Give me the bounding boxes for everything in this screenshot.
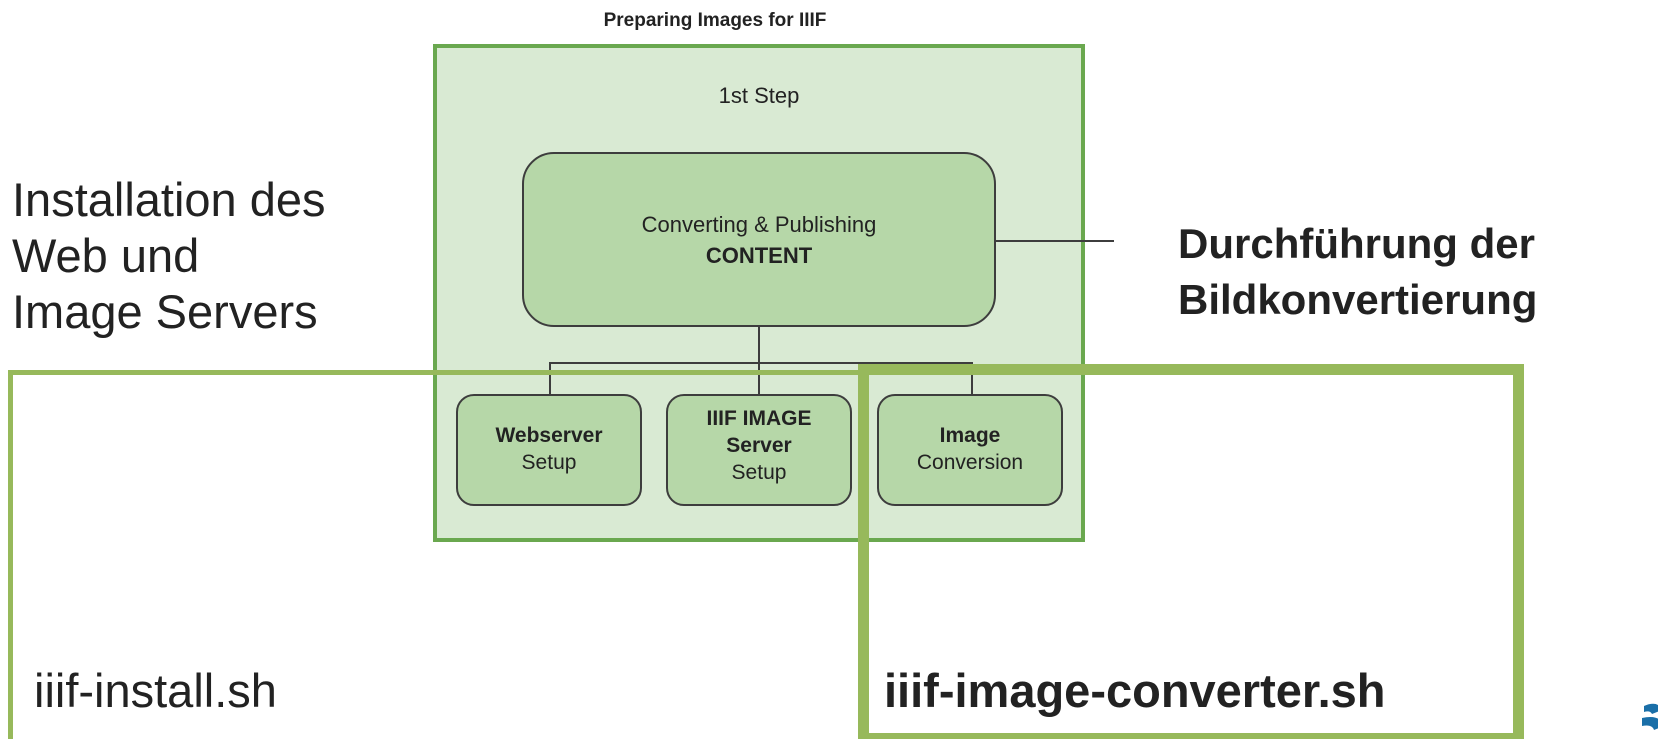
image-conversion-node-subtitle: Conversion (916, 451, 1024, 474)
conversion-description-line2: Bildkonvertierung (1178, 276, 1538, 323)
install-script-name: iiif-install.sh (34, 664, 277, 717)
iiif-server-node-title-line2: Server (726, 434, 792, 457)
diagram-title: Preparing Images for IIIF (603, 10, 827, 31)
connector-to-conversion (971, 362, 973, 394)
webserver-node (456, 394, 642, 506)
connector-to-right-label (996, 240, 1114, 242)
content-node (522, 152, 996, 327)
install-description: Installation des Web und Image Servers (12, 172, 326, 340)
connector-to-iiif (758, 362, 760, 394)
converter-scope-frame (858, 364, 1524, 739)
image-conversion-node (877, 394, 1063, 506)
install-description-line2: Web und (12, 229, 200, 282)
conversion-description-line1: Durchführung der (1178, 220, 1535, 267)
iiif-server-node (666, 394, 852, 506)
webserver-node-text: Webserver Setup (456, 422, 642, 476)
install-description-line3: Image Servers (12, 285, 318, 338)
install-description-line1: Installation des (12, 173, 326, 226)
converter-script-name: iiif-image-converter.sh (884, 664, 1386, 717)
conversion-description: Durchführung der Bildkonvertierung (1178, 216, 1537, 328)
logo-fragment-icon (1642, 703, 1658, 730)
step-label: 1st Step (718, 83, 800, 108)
iiif-server-node-text: IIIF IMAGE Server Setup (666, 405, 852, 486)
content-node-label: Converting & Publishing (641, 212, 877, 237)
content-node-title: CONTENT (705, 243, 813, 268)
connector-vertical-main (758, 327, 760, 363)
webserver-node-title: Webserver (495, 424, 603, 447)
connector-horizontal (549, 362, 973, 364)
connector-to-webserver (549, 362, 551, 394)
image-conversion-node-text: Image Conversion (877, 422, 1063, 476)
iiif-server-node-title-line1: IIIF IMAGE (706, 407, 812, 430)
webserver-node-subtitle: Setup (521, 451, 577, 474)
iiif-server-node-subtitle: Setup (731, 461, 787, 484)
image-conversion-node-title: Image (939, 424, 1001, 447)
